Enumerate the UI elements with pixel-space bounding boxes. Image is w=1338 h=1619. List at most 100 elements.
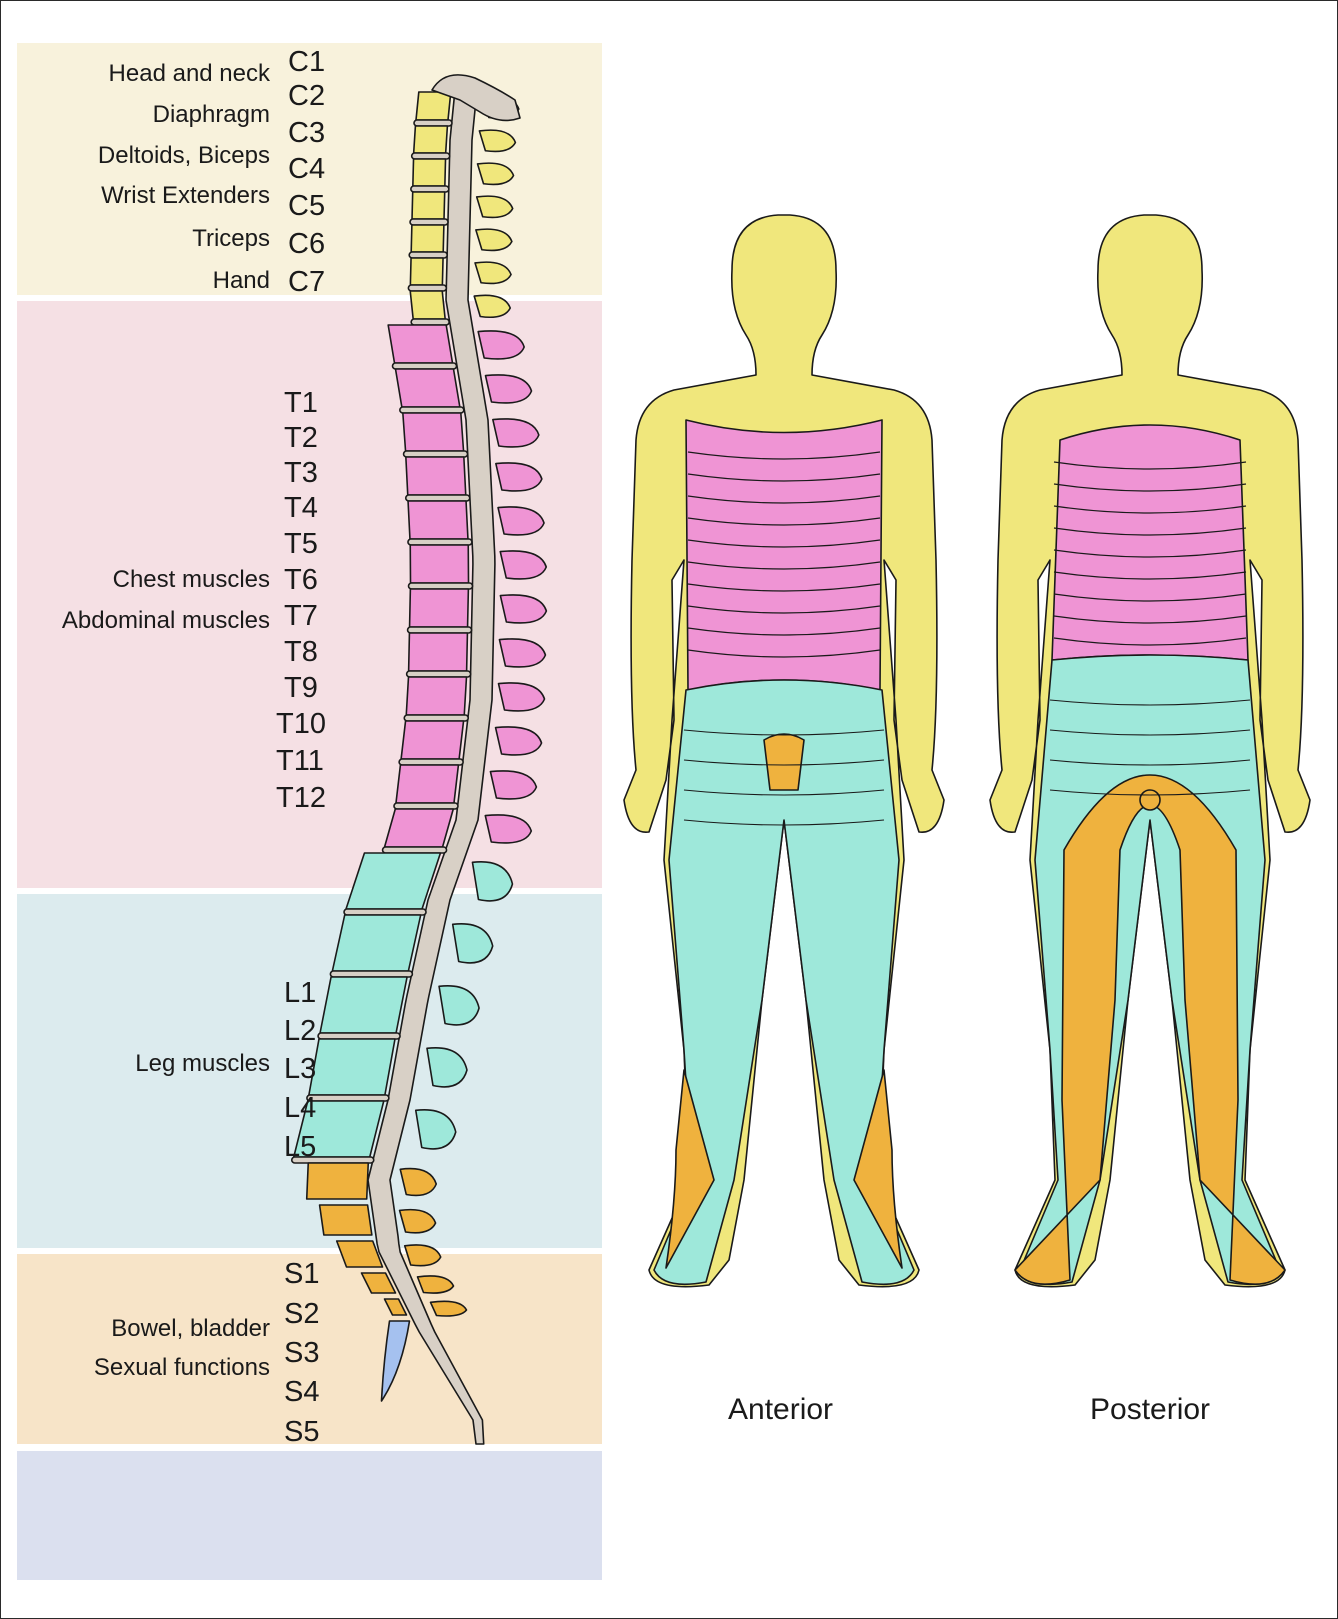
intervertebral-disc bbox=[381, 846, 448, 854]
intervertebral-disc bbox=[410, 185, 450, 193]
spinous-process bbox=[495, 462, 543, 492]
spinous-process bbox=[475, 228, 513, 252]
atlas-cap bbox=[431, 74, 521, 122]
intervertebral-disc bbox=[398, 758, 464, 766]
spinous-process bbox=[403, 1244, 442, 1267]
thoracic-vertebra-8 bbox=[407, 632, 469, 672]
sacral-vertebra-1 bbox=[305, 1162, 370, 1200]
intervertebral-disc bbox=[410, 152, 451, 160]
dermatome-line bbox=[1053, 615, 1247, 624]
dermatome-line bbox=[683, 789, 885, 796]
label-sexual-functions: Sexual functions bbox=[93, 1354, 270, 1381]
spinous-process bbox=[399, 1167, 438, 1197]
spinous-process bbox=[497, 506, 545, 536]
intervertebral-disc bbox=[410, 318, 450, 326]
level-t12: T12 bbox=[276, 782, 326, 814]
lumbar-vertebra-2 bbox=[331, 914, 422, 972]
intervertebral-disc bbox=[403, 714, 470, 722]
label-head-and-neck: Head and neck bbox=[108, 60, 270, 87]
posterior-caption: Posterior bbox=[1090, 1393, 1211, 1426]
perianal-zone bbox=[1139, 789, 1161, 811]
spinous-process bbox=[499, 550, 548, 580]
intervertebral-disc bbox=[407, 284, 448, 292]
level-t6: T6 bbox=[284, 564, 318, 596]
thoracic-vertebra-3 bbox=[402, 412, 465, 452]
intervertebral-disc bbox=[413, 119, 453, 127]
dermatome-line bbox=[1053, 505, 1247, 514]
spinous-process bbox=[451, 922, 494, 964]
spinous-process bbox=[476, 162, 515, 186]
sacral-vertebra-5 bbox=[383, 1298, 408, 1316]
sacral-region-band bbox=[17, 1254, 602, 1444]
sacral-vertebra-4 bbox=[360, 1272, 397, 1294]
label-leg-muscles: Leg muscles bbox=[135, 1050, 270, 1077]
dermatome-line bbox=[683, 759, 885, 766]
genital-zone bbox=[763, 733, 805, 791]
cervical-vertebra-3 bbox=[412, 158, 447, 187]
intervertebral-disc bbox=[404, 494, 471, 502]
label-hand: Hand bbox=[212, 267, 270, 294]
spinous-process bbox=[416, 1275, 455, 1294]
level-l3: L3 bbox=[284, 1053, 317, 1085]
dermatome-line bbox=[1049, 729, 1251, 736]
spinous-process bbox=[477, 330, 525, 360]
intervertebral-disc bbox=[406, 626, 473, 634]
spinous-process bbox=[484, 814, 533, 844]
sacral-leg-zone-right bbox=[853, 1069, 903, 1269]
level-t2: T2 bbox=[284, 422, 318, 454]
spinous-process bbox=[492, 418, 540, 448]
level-t5: T5 bbox=[284, 528, 318, 560]
lumbar-vertebra-4 bbox=[308, 1038, 396, 1096]
level-t9: T9 bbox=[284, 672, 318, 704]
cervical-vertebra-2 bbox=[412, 125, 449, 154]
intervertebral-disc bbox=[399, 406, 465, 414]
spinous-process bbox=[494, 726, 543, 756]
level-s4: S4 bbox=[284, 1376, 320, 1408]
level-t7: T7 bbox=[284, 600, 318, 632]
intervertebral-disc bbox=[409, 218, 449, 226]
level-t4: T4 bbox=[284, 492, 318, 524]
spinous-process bbox=[473, 294, 512, 319]
sacral-dermatome-zone bbox=[1014, 774, 1286, 1286]
level-c7: C7 bbox=[288, 266, 326, 298]
dermatome-line bbox=[687, 473, 881, 482]
spinous-process bbox=[475, 195, 514, 219]
intervertebral-disc bbox=[393, 802, 459, 810]
level-l2: L2 bbox=[284, 1015, 317, 1047]
label-bowel-bladder: Bowel, bladder bbox=[111, 1315, 270, 1342]
anterior-body-figure bbox=[623, 214, 945, 1288]
thoracic-vertebra-5 bbox=[407, 500, 469, 540]
intervertebral-disc bbox=[407, 582, 474, 590]
lumbar-vertebra-3 bbox=[319, 976, 408, 1034]
level-t3: T3 bbox=[284, 457, 318, 489]
sacral-leg-zone-left bbox=[665, 1069, 715, 1269]
label-diaphragm: Diaphragm bbox=[152, 101, 270, 128]
label-deltoids-biceps: Deltoids, Biceps bbox=[97, 142, 270, 169]
dermatome-line bbox=[687, 561, 881, 570]
spinous-process bbox=[471, 860, 514, 902]
intervertebral-disc bbox=[405, 670, 472, 678]
posterior-body-figure bbox=[989, 214, 1311, 1288]
level-l4: L4 bbox=[284, 1092, 317, 1124]
intervertebral-disc bbox=[329, 970, 414, 978]
level-c1: C1 bbox=[288, 46, 326, 78]
lumbar-vertebra-1 bbox=[345, 852, 442, 910]
label-wrist-extenders: Wrist Extenders bbox=[101, 182, 270, 209]
dermatome-line bbox=[687, 583, 881, 592]
level-c3: C3 bbox=[288, 117, 326, 149]
spinous-process bbox=[414, 1108, 457, 1150]
dermatome-line bbox=[683, 729, 885, 736]
intervertebral-disc bbox=[391, 362, 458, 370]
spinous-process bbox=[497, 682, 546, 712]
level-t10: T10 bbox=[276, 708, 326, 740]
cervical-vertebra-7 bbox=[409, 290, 446, 320]
label-triceps: Triceps bbox=[192, 225, 270, 252]
dermatome-line bbox=[687, 627, 881, 636]
cervical-vertebra-1 bbox=[415, 91, 452, 121]
label-chest-muscles: Chest muscles bbox=[112, 566, 270, 593]
intervertebral-disc bbox=[343, 908, 427, 916]
dermatome-line bbox=[1053, 527, 1247, 536]
dermatome-line bbox=[1049, 699, 1251, 706]
intervertebral-disc bbox=[408, 251, 449, 259]
